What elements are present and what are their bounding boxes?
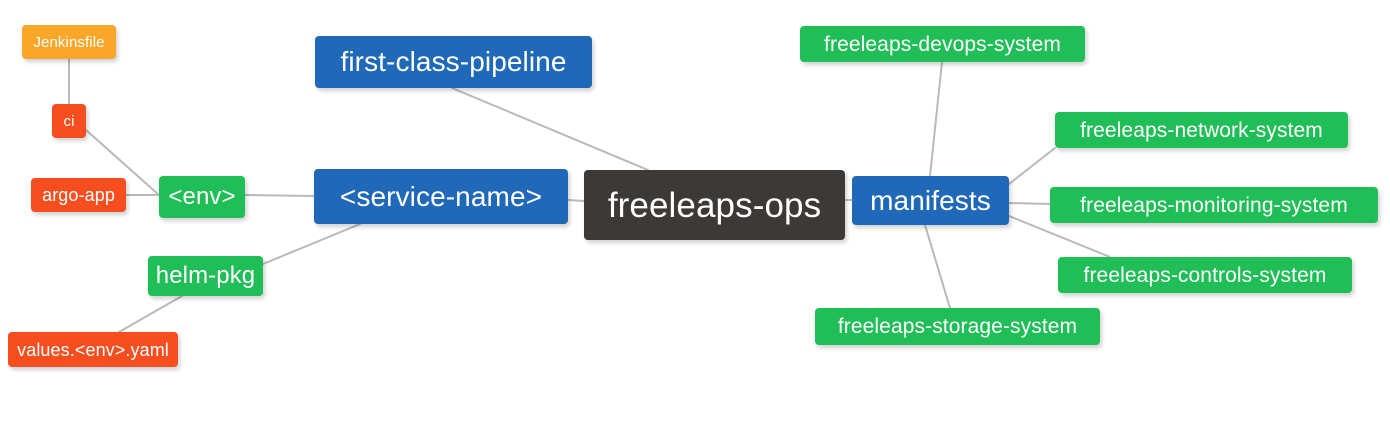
node-jenkinsfile[interactable]: Jenkinsfile	[22, 25, 116, 59]
node-label-argo-app: argo-app	[42, 185, 115, 205]
node-freeleaps-devops-system[interactable]: freeleaps-devops-system	[800, 26, 1085, 62]
node-freeleaps-ops[interactable]: freeleaps-ops	[584, 170, 845, 240]
node-helm-pkg[interactable]: helm-pkg	[148, 256, 263, 296]
node-label-freeleaps-controls-system: freeleaps-controls-system	[1083, 263, 1327, 287]
node-freeleaps-monitoring-system[interactable]: freeleaps-monitoring-system	[1050, 187, 1378, 223]
edge-pipeline-ops	[451, 87, 649, 171]
node-label-service-name: <service-name>	[339, 180, 543, 212]
node-label-freeleaps-devops-system: freeleaps-devops-system	[824, 32, 1061, 56]
node-label-values-env-yaml: values.<env>.yaml	[17, 339, 169, 360]
node-manifests[interactable]: manifests	[852, 176, 1009, 225]
edge-manifests-devops	[929, 61, 943, 177]
node-label-freeleaps-ops: freeleaps-ops	[607, 185, 822, 225]
node-values-env-yaml[interactable]: values.<env>.yaml	[8, 332, 178, 367]
node-freeleaps-controls-system[interactable]: freeleaps-controls-system	[1058, 257, 1352, 293]
node-first-class-pipeline[interactable]: first-class-pipeline	[315, 36, 592, 88]
node-ci[interactable]: ci	[52, 104, 86, 138]
node-argo-app[interactable]: argo-app	[31, 178, 126, 212]
node-label-jenkinsfile: Jenkinsfile	[33, 33, 105, 51]
node-label-freeleaps-monitoring-system: freeleaps-monitoring-system	[1080, 193, 1348, 217]
edge-manifests-monitoring	[1008, 202, 1051, 205]
node-freeleaps-network-system[interactable]: freeleaps-network-system	[1055, 112, 1348, 148]
node-env[interactable]: <env>	[159, 176, 245, 218]
node-label-manifests: manifests	[870, 184, 991, 216]
edge-manifests-storage	[924, 224, 951, 309]
node-label-freeleaps-storage-system: freeleaps-storage-system	[837, 315, 1078, 338]
node-label-env: <env>	[168, 183, 236, 210]
node-label-first-class-pipeline: first-class-pipeline	[340, 46, 567, 77]
node-service-name[interactable]: <service-name>	[314, 169, 568, 224]
edge-values-helmpkg	[118, 295, 183, 333]
edge-helmpkg-servicename	[262, 223, 361, 265]
node-freeleaps-storage-system[interactable]: freeleaps-storage-system	[815, 308, 1100, 345]
node-label-ci: ci	[63, 112, 75, 130]
node-label-freeleaps-network-system: freeleaps-network-system	[1080, 118, 1323, 142]
edge-manifests-network	[1008, 147, 1056, 185]
edge-servicename-ops	[567, 199, 585, 202]
edge-env-servicename	[244, 194, 315, 197]
node-label-helm-pkg: helm-pkg	[155, 262, 256, 289]
